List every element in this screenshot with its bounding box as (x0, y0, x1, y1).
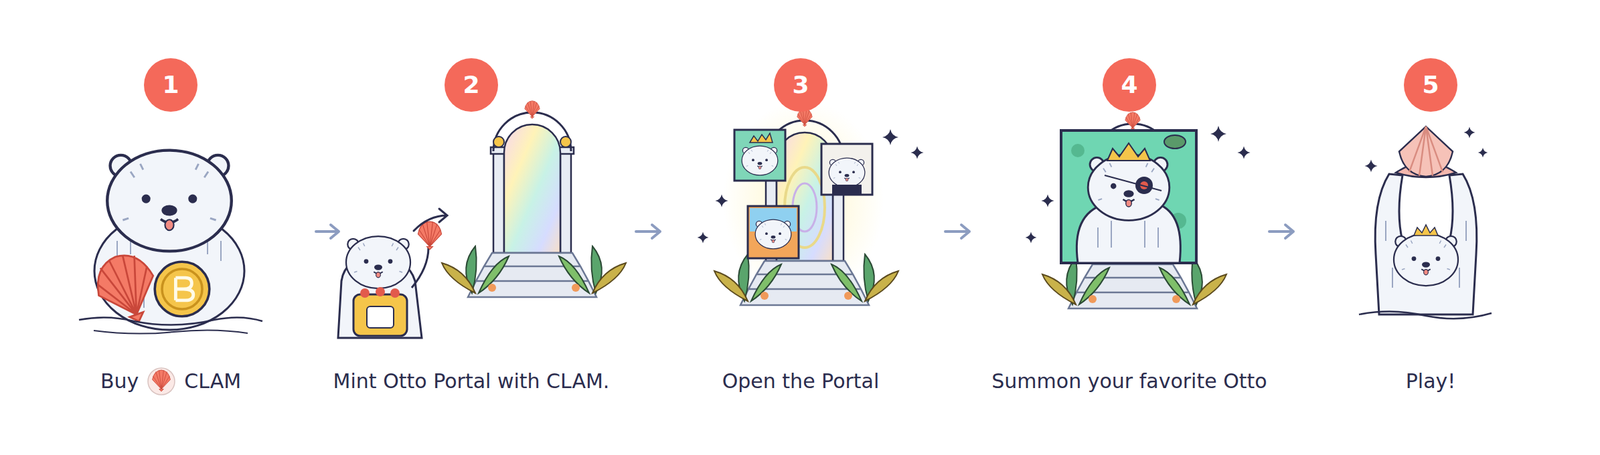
step-number-circle: 5 (1403, 58, 1458, 112)
step-caption: Buy CLAM (100, 366, 242, 397)
caption-text: Open the Portal (722, 369, 880, 394)
caption-text: Buy (100, 369, 139, 394)
step-number-circle: 2 (444, 58, 499, 112)
step-number: 3 (791, 72, 809, 98)
caption-text: CLAM (184, 369, 242, 394)
caption-text: Play! (1405, 369, 1457, 394)
step-number-circle: 4 (1102, 58, 1157, 112)
caption-text: Mint Otto Portal with CLAM. (333, 369, 610, 394)
step-number: 5 (1421, 72, 1439, 98)
step-number: 2 (462, 72, 480, 98)
step-caption: Mint Otto Portal with CLAM. (333, 369, 610, 394)
clam-icon (146, 366, 177, 397)
step-caption: Open the Portal (722, 369, 880, 394)
step-caption: Summon your favorite Otto (991, 369, 1267, 394)
caption-text: Summon your favorite Otto (991, 369, 1267, 394)
step-caption: Play! (1405, 369, 1457, 394)
step-number: 4 (1120, 72, 1138, 98)
step-number-circle: 1 (143, 58, 198, 112)
step-number: 1 (162, 72, 179, 98)
step-number-circle: 3 (773, 58, 828, 112)
